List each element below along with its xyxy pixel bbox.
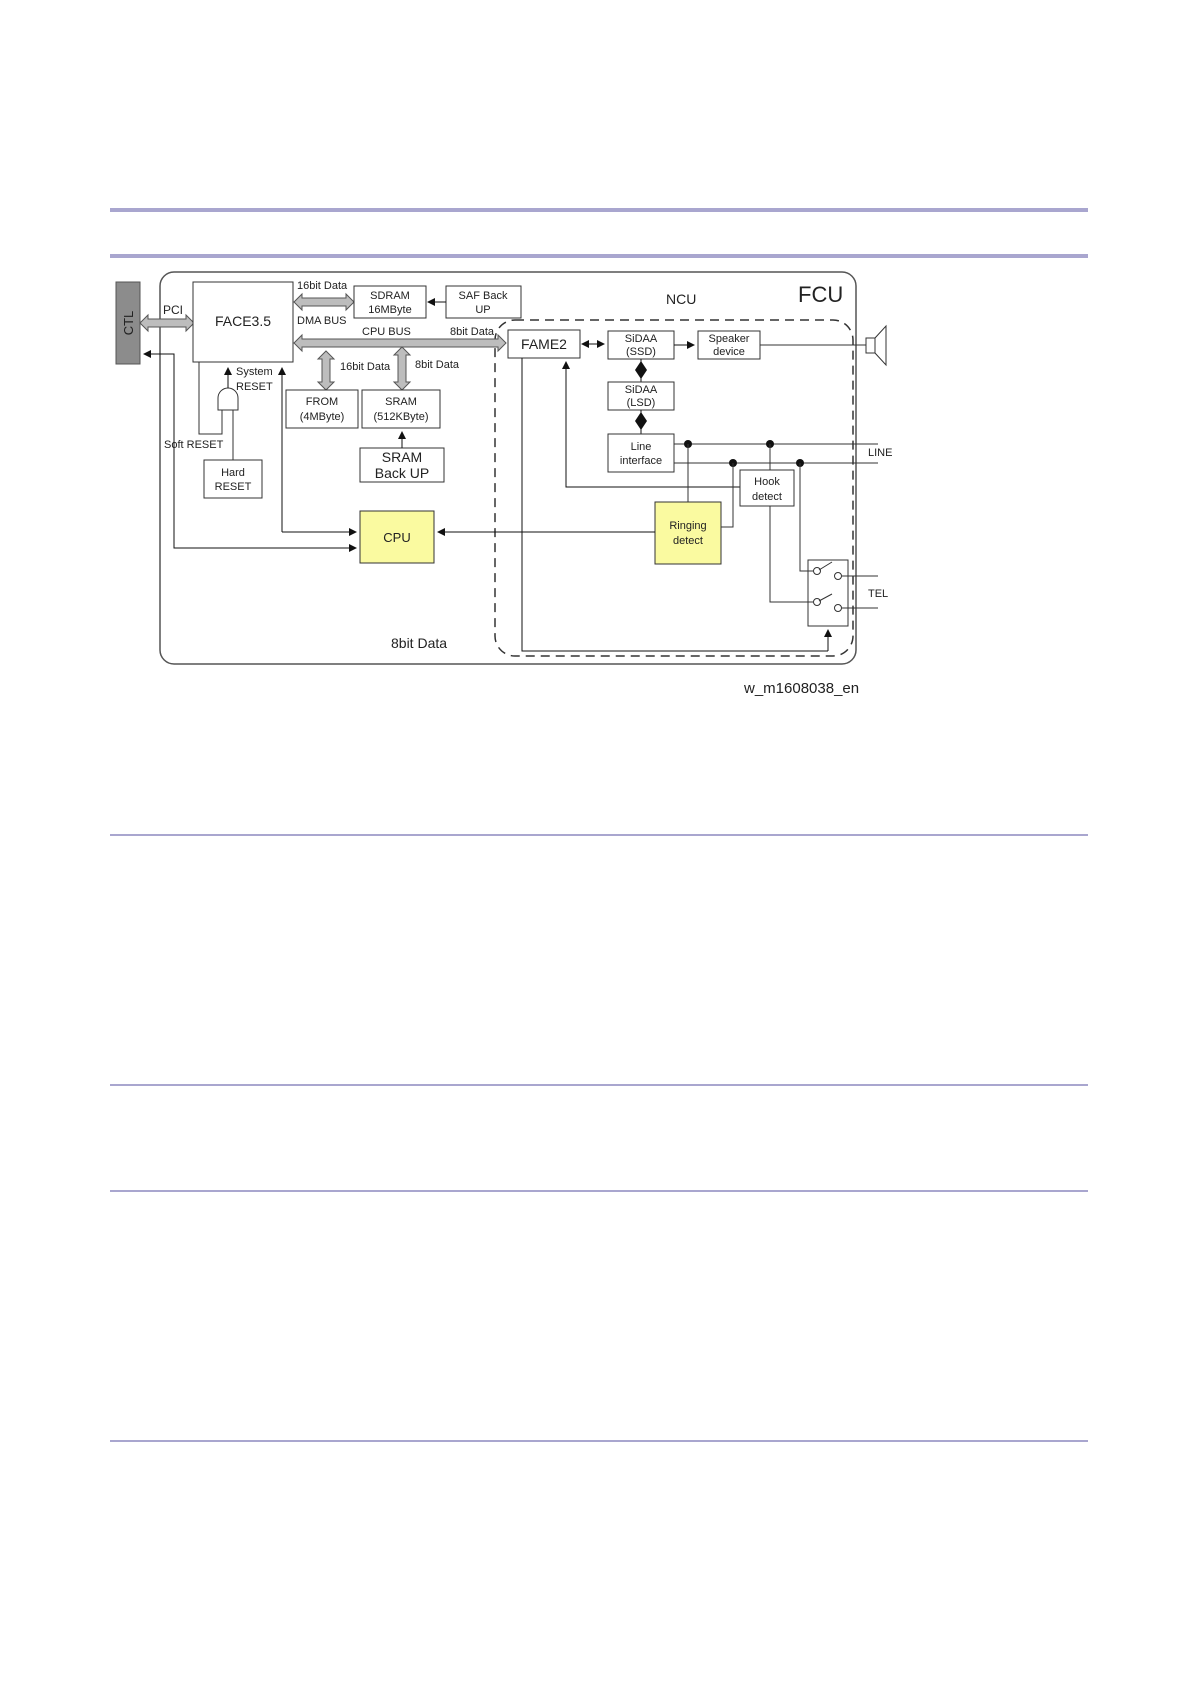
section-rule	[110, 1084, 1088, 1086]
sidaa-ssd-block: SiDAA (SSD)	[607, 330, 675, 360]
section-rule	[110, 834, 1088, 836]
system-reset-line2: RESET	[236, 381, 273, 393]
dma-bus-label: DMA BUS	[297, 315, 347, 327]
sram-backup-block: SRAM Back UP	[359, 447, 445, 483]
ncu-region	[494, 319, 854, 657]
ctl-block: CTL	[115, 281, 141, 365]
reset-logic	[198, 362, 239, 468]
sdram-line1: SDRAM	[370, 290, 410, 302]
hook-detect-block: Hook detect	[739, 469, 795, 507]
saf-backup-block: SAF Back UP	[445, 285, 522, 319]
pci-bus	[139, 313, 195, 333]
face35-label: FACE3.5	[215, 313, 271, 329]
sidaa-ssd-line2: (SSD)	[626, 346, 656, 358]
cpu-bus-arrow	[293, 333, 507, 353]
tel-label: TEL	[868, 588, 888, 600]
section-rule	[110, 254, 1088, 258]
system-reset-line1: System	[236, 366, 273, 378]
from-bus-arrow	[316, 350, 336, 391]
tel-wire-a	[799, 463, 813, 572]
section-rule	[110, 1190, 1088, 1192]
sram-bus-label: 8bit Data	[415, 359, 460, 371]
hook-detect-line1: Hook	[754, 476, 780, 488]
line-interface-line2: interface	[620, 455, 662, 467]
sidaa-lsd-line2: (LSD)	[627, 397, 656, 409]
ringing-detect-line2: detect	[673, 535, 703, 547]
saf-line1: SAF Back	[459, 290, 508, 302]
figure-id: w_m1608038_en	[743, 680, 859, 697]
line-interface-line1: Line	[631, 441, 652, 453]
sdram-block: SDRAM 16MByte	[353, 285, 427, 319]
fcu-frame	[159, 271, 857, 665]
tel-relay-switch	[807, 559, 849, 627]
cpu-bus-label: CPU BUS	[362, 326, 411, 338]
from-bus-label: 16bit Data	[340, 361, 391, 373]
speaker-line2: device	[713, 346, 745, 358]
saf-line2: UP	[475, 304, 490, 316]
hook-detect-line2: detect	[752, 491, 782, 503]
hard-reset-block: Hard RESET	[203, 459, 263, 499]
fame2-block: FAME2	[507, 329, 581, 359]
sidaa-lsd-block: SiDAA (LSD)	[607, 381, 675, 411]
ringing-line-wire2	[721, 463, 734, 528]
speaker-device-block: Speaker device	[697, 330, 761, 360]
section-rule	[110, 208, 1088, 212]
sram-line2: (512KByte)	[373, 411, 428, 423]
sidaa-lsd-line1: SiDAA	[625, 384, 658, 396]
sram-backup-line2: Back UP	[375, 465, 429, 481]
dma-bus-arrow	[293, 292, 355, 312]
from-line2: (4MByte)	[300, 411, 345, 423]
speaker-icon	[865, 324, 887, 367]
fame2-relay-line	[521, 358, 828, 652]
fame2-label: FAME2	[521, 336, 567, 352]
fcu-label: FCU	[798, 282, 843, 307]
sdram-line2: 16MByte	[368, 304, 411, 316]
speaker-line1: Speaker	[709, 333, 750, 345]
ctl-to-cpu-arrow	[160, 353, 357, 552]
ncu-label: NCU	[666, 291, 696, 307]
hard-reset-line2: RESET	[215, 481, 252, 493]
section-rule	[110, 1440, 1088, 1442]
sidaa-ssd-line1: SiDAA	[625, 333, 658, 345]
dma-data-label: 16bit Data	[297, 280, 348, 292]
cpu-bus-8bit-label: 8bit Data	[450, 326, 495, 338]
face35-block: FACE3.5	[192, 281, 294, 363]
hook-to-fame2-arrow	[562, 361, 740, 488]
pci-label: PCI	[163, 303, 183, 317]
hard-reset-line1: Hard	[221, 467, 245, 479]
cpu-label: CPU	[383, 530, 410, 545]
ringing-detect-line1: Ringing	[669, 520, 706, 532]
sram-backup-line1: SRAM	[382, 449, 422, 465]
bottom-8bit-label: 8bit Data	[391, 635, 447, 651]
soft-reset-label: Soft RESET	[164, 439, 224, 451]
ctl-label: CTL	[121, 311, 136, 336]
sram-block: SRAM (512KByte)	[361, 389, 441, 429]
sram-line1: SRAM	[385, 396, 417, 408]
line-interface-block: Line interface	[607, 433, 675, 473]
from-line1: FROM	[306, 396, 338, 408]
sram-bus-arrow	[392, 346, 412, 391]
from-block: FROM (4MByte)	[285, 389, 359, 429]
line-label: LINE	[868, 447, 892, 459]
ringing-detect-block: Ringing detect	[654, 501, 722, 565]
cpu-block: CPU	[359, 510, 435, 564]
tel-wire-b	[769, 506, 813, 603]
